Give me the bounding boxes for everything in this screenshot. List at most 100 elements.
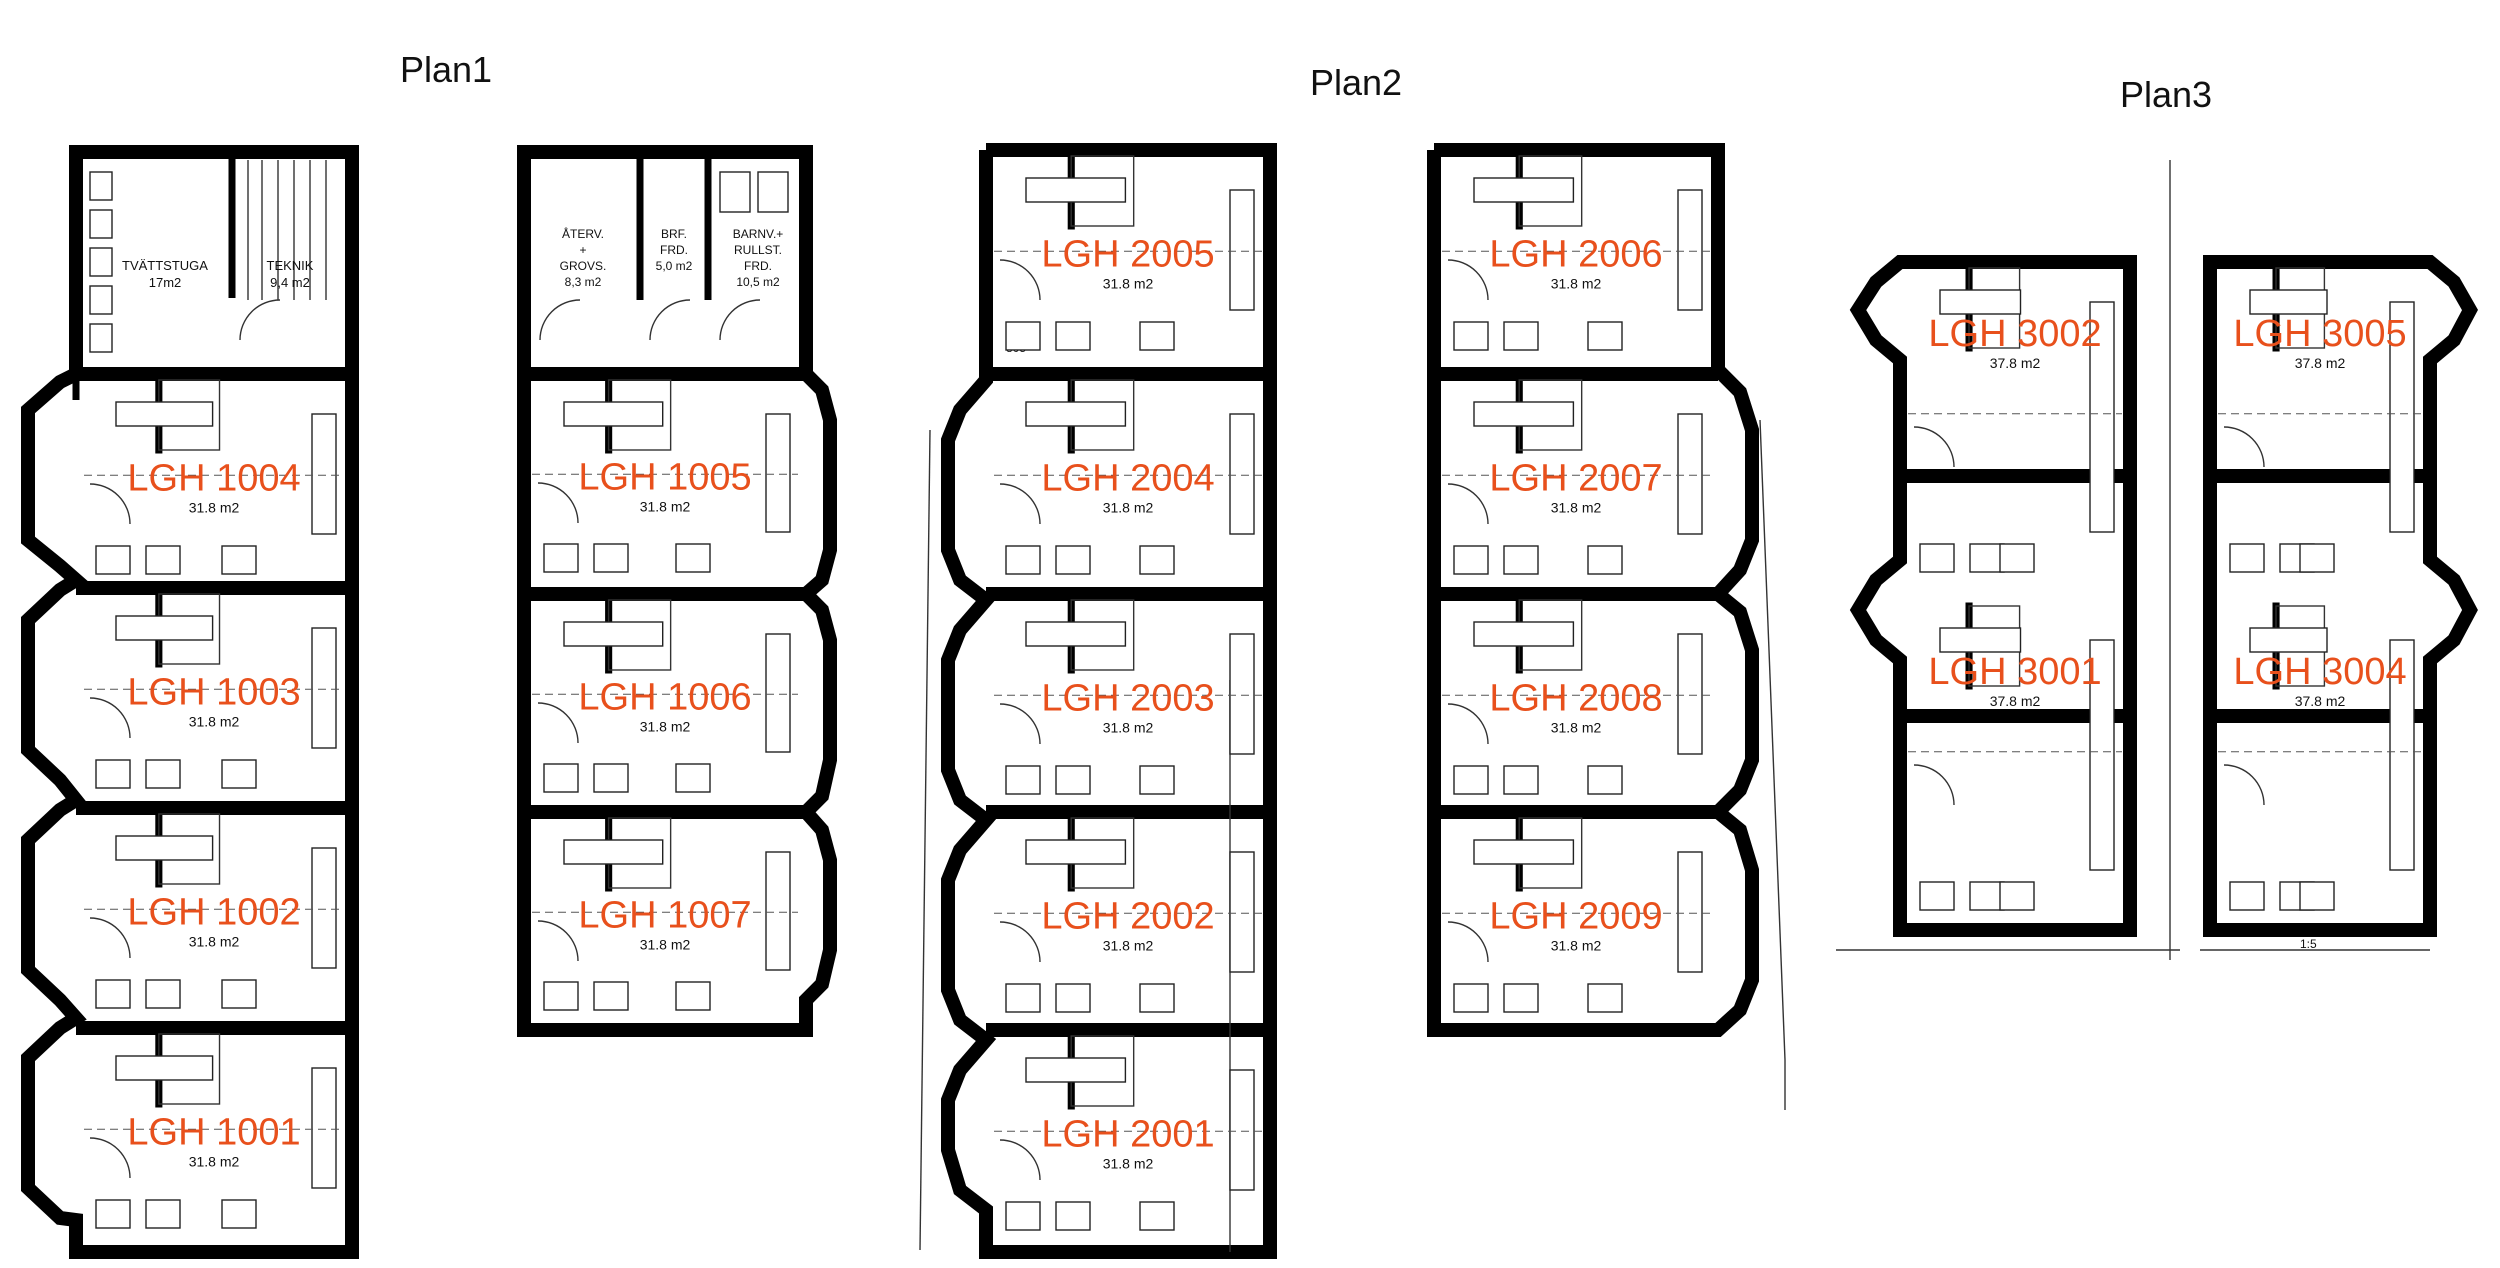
- table: [1587, 983, 1623, 1013]
- armchair: [593, 543, 629, 573]
- armchair: [1005, 321, 1041, 351]
- kitchen-counter: [2089, 639, 2115, 871]
- apartment-name: LGH 1001: [127, 1112, 300, 1154]
- door-swing: [999, 259, 1041, 301]
- room-area: 5,0 m2: [656, 259, 693, 273]
- kitchen-counter: [2389, 301, 2415, 533]
- apartment-area: 31.8 m2: [1103, 1156, 1154, 1172]
- armchair: [543, 981, 579, 1011]
- table: [1139, 983, 1175, 1013]
- door-swing: [89, 483, 131, 525]
- apartment-name: LGH 1005: [578, 457, 751, 499]
- armchair: [145, 759, 181, 789]
- bed: [115, 615, 214, 641]
- apartment-name: LGH 1007: [578, 895, 751, 937]
- bed: [1473, 177, 1575, 203]
- bed: [1939, 289, 2022, 315]
- armchair: [95, 1199, 131, 1229]
- kitchen-counter: [1229, 851, 1255, 973]
- table: [1139, 1201, 1175, 1231]
- kitchen-counter: [765, 413, 791, 533]
- room-label: BRF.: [661, 227, 687, 241]
- armchair: [1055, 983, 1091, 1013]
- apartment-area: 31.8 m2: [189, 500, 240, 516]
- room-label: BARNV.+: [733, 227, 784, 241]
- room-label: RULLST.: [734, 243, 782, 257]
- door-swing: [999, 921, 1041, 963]
- door-swing: [1447, 703, 1489, 745]
- table: [1587, 321, 1623, 351]
- door-swing: [2223, 764, 2265, 806]
- armchair: [1969, 543, 2005, 573]
- apartment-area: 31.8 m2: [640, 719, 691, 735]
- armchair: [2229, 543, 2265, 573]
- apartment-area: 31.8 m2: [640, 937, 691, 953]
- bed: [115, 1055, 214, 1081]
- room-label: GROVS.: [560, 259, 607, 273]
- room-label: FRD.: [660, 243, 688, 257]
- apartment-name: LGH 1004: [127, 458, 300, 500]
- room-area: 17m2: [149, 275, 182, 290]
- armchair: [1453, 321, 1489, 351]
- table: [1139, 545, 1175, 575]
- plan2-column-b: [1427, 143, 1786, 1110]
- kitchen-counter: [1229, 633, 1255, 755]
- table: [675, 763, 711, 793]
- apartment-area: 31.8 m2: [189, 714, 240, 730]
- table: [221, 759, 257, 789]
- plan3-title: Plan3: [2120, 74, 2212, 115]
- armchair: [1005, 983, 1041, 1013]
- armchair: [2229, 881, 2265, 911]
- table: [1139, 321, 1175, 351]
- armchair: [1503, 983, 1539, 1013]
- door-swing: [2223, 426, 2265, 468]
- armchair: [1055, 321, 1091, 351]
- apartment-area: 31.8 m2: [189, 1154, 240, 1170]
- armchair: [1453, 983, 1489, 1013]
- armchair: [1055, 1201, 1091, 1231]
- plan1-column-b-apartments: [517, 369, 837, 1037]
- plan1-column-a-apartments: [21, 367, 359, 1259]
- plan1-column-b: ÅTERV. + GROVS. 8,3 m2 BRF. FRD. 5,0 m2 …: [517, 145, 813, 381]
- table: [1587, 545, 1623, 575]
- armchair: [543, 543, 579, 573]
- room-label: ÅTERV.: [562, 226, 604, 241]
- table: [221, 1199, 257, 1229]
- apartment-name: LGH 2004: [1041, 458, 1214, 500]
- door-swing: [1447, 259, 1489, 301]
- apartment-area: 31.8 m2: [1103, 500, 1154, 516]
- door-swing: [1913, 426, 1955, 468]
- kitchen-counter: [1677, 851, 1703, 973]
- table: [2299, 881, 2335, 911]
- plan2-column-a: 805: [919, 143, 1277, 1259]
- bed: [1025, 839, 1127, 865]
- bed: [563, 401, 664, 427]
- kitchen-counter: [1229, 189, 1255, 311]
- bed: [115, 401, 214, 427]
- table: [221, 545, 257, 575]
- armchair: [145, 545, 181, 575]
- armchair: [145, 1199, 181, 1229]
- apartment-name: LGH 3005: [2233, 313, 2406, 355]
- apartment-area: 37.8 m2: [1990, 355, 2041, 371]
- kitchen-counter: [765, 633, 791, 753]
- apartment-area: 31.8 m2: [1103, 276, 1154, 292]
- room-area: 10,5 m2: [736, 275, 780, 289]
- bed: [563, 621, 664, 647]
- table: [1139, 765, 1175, 795]
- armchair: [593, 763, 629, 793]
- apartment-area: 37.8 m2: [2295, 693, 2346, 709]
- table: [221, 979, 257, 1009]
